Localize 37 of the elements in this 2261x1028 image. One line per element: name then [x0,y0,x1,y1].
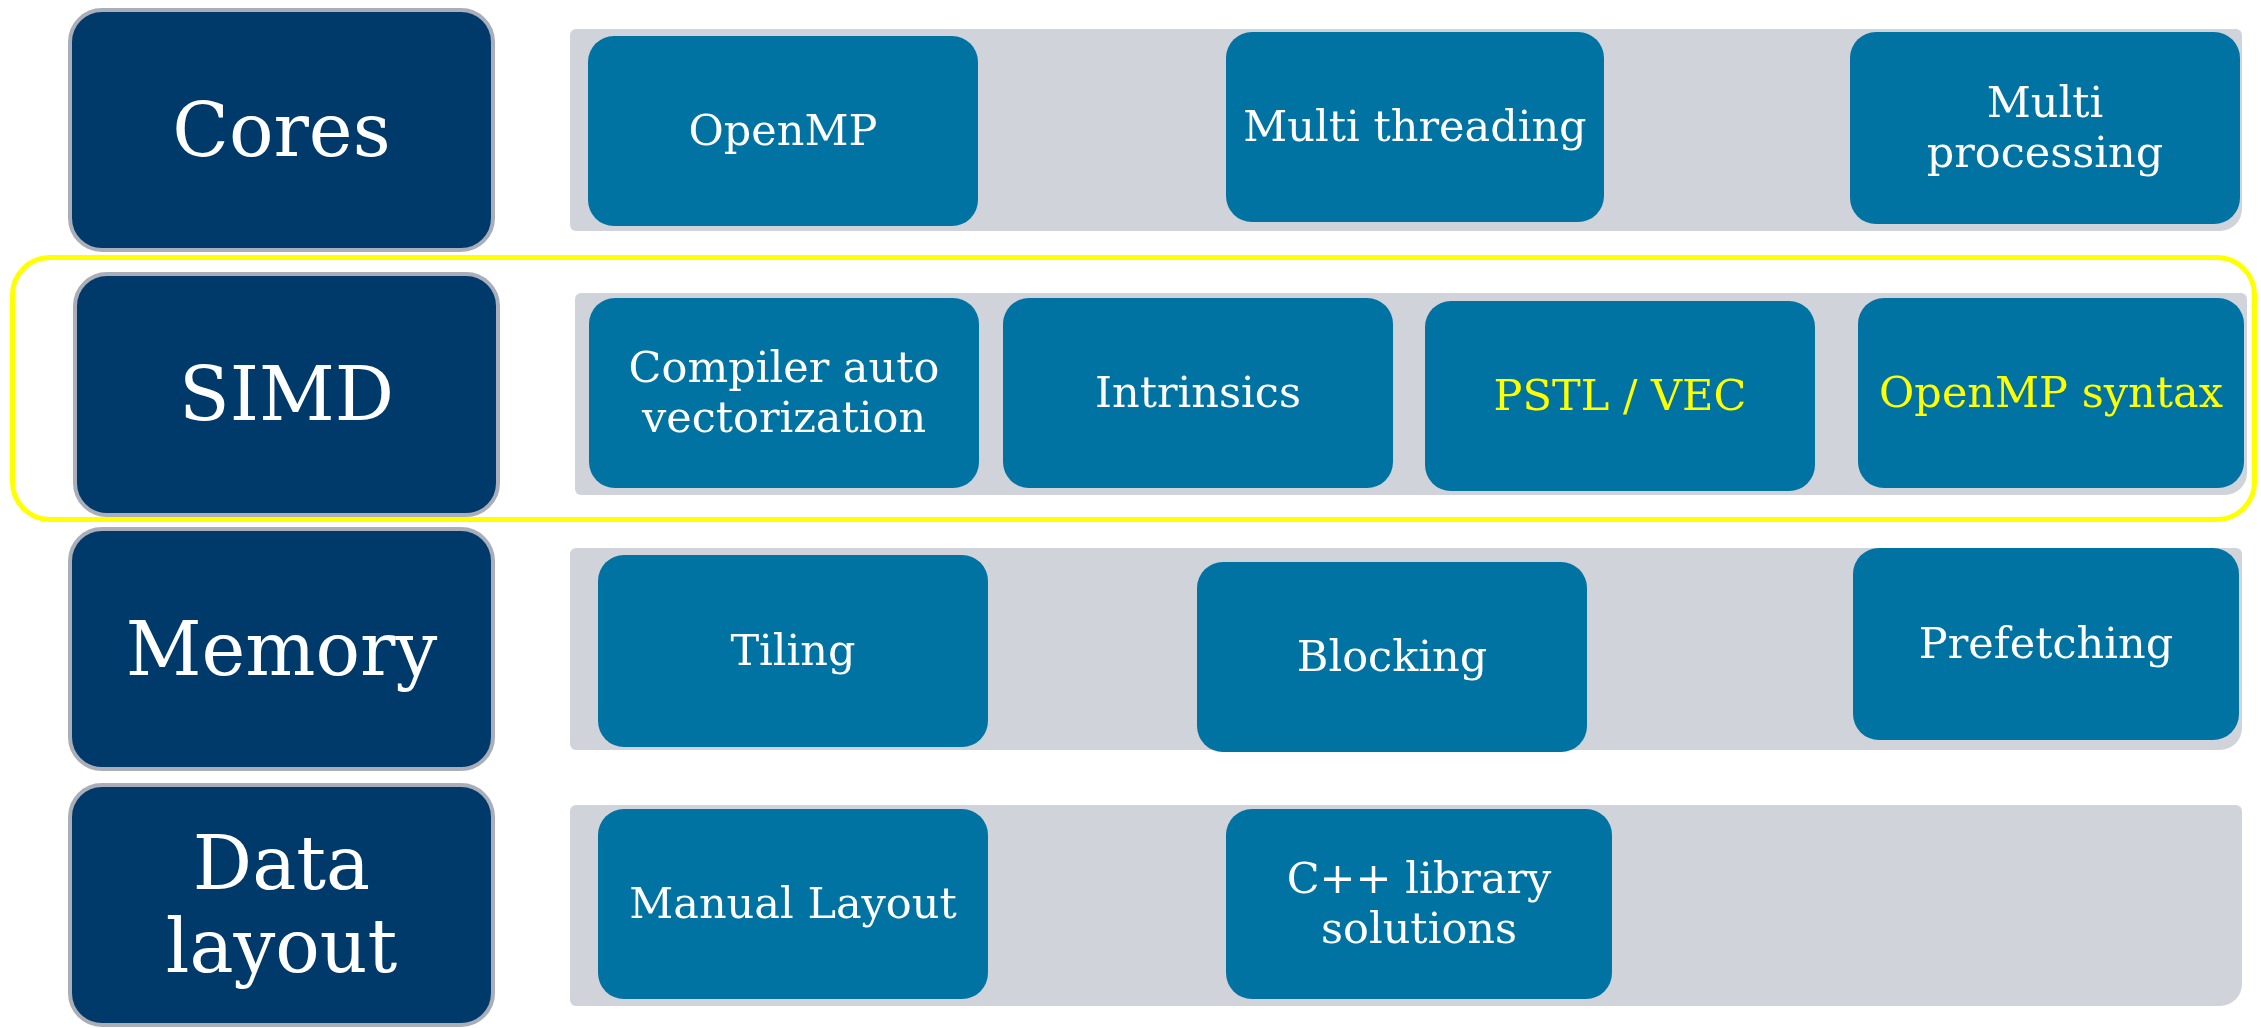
category-box [68,8,495,252]
technique-box [1003,298,1393,488]
technique-label: Compiler auto vectorization [627,343,941,443]
technique-label: OpenMP [687,106,879,156]
technique-box [598,809,988,999]
technique-label: Multi processing [1925,78,2165,178]
category-box [68,783,495,1027]
technique-label: Blocking [1295,632,1489,682]
technique-label: Multi threading [1242,102,1588,152]
technique-label: Tiling [729,626,857,676]
technique-box [1858,298,2244,488]
technique-label: OpenMP syntax [1878,368,2224,418]
technique-box [598,555,988,747]
technique-label: Intrinsics [1094,368,1302,418]
category-label: Data layout [164,822,399,988]
category-box [68,527,495,771]
category-label: Memory [124,607,439,691]
technique-label: Prefetching [1917,619,2175,669]
technique-box [589,298,979,488]
technique-box [1226,809,1612,999]
technique-label: C++ library solutions [1285,854,1553,954]
category-label: Cores [171,88,392,172]
group-band [570,548,2242,750]
group-band [575,293,2247,495]
technique-box [1425,301,1815,491]
technique-label: PSTL / VEC [1492,371,1748,421]
technique-box [1226,32,1604,222]
highlight-frame [10,255,2257,522]
technique-box [1197,562,1587,752]
category-label: SIMD [178,353,395,436]
technique-box [1853,548,2239,740]
technique-label: Manual Layout [628,879,958,929]
group-band [570,29,2242,231]
group-band [570,805,2242,1006]
category-box [73,272,500,517]
technique-box [1850,32,2240,224]
technique-box [588,36,978,226]
